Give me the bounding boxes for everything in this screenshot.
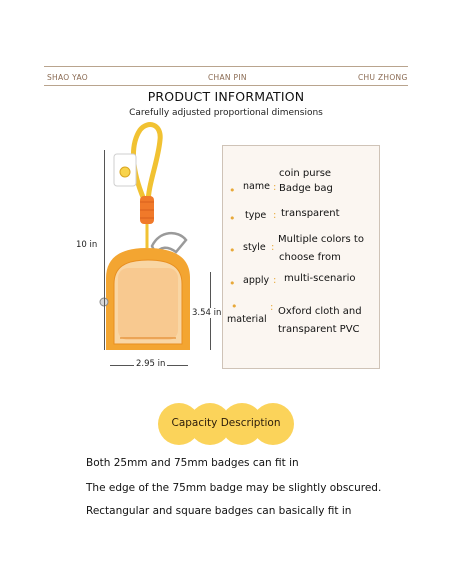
capacity-badge-shape bbox=[158, 403, 294, 445]
info-value-name-1: coin purse bbox=[279, 168, 332, 179]
colon-icon: : bbox=[273, 210, 277, 221]
bullet-icon: • bbox=[229, 212, 236, 225]
bullet-icon: • bbox=[229, 184, 236, 197]
product-info-panel: • name : coin purse Badge bag • type : t… bbox=[222, 145, 380, 369]
bullet-icon: • bbox=[229, 277, 236, 290]
header-right: CHU ZHONG bbox=[358, 73, 408, 82]
capacity-line-2: The edge of the 75mm badge may be slight… bbox=[86, 482, 382, 494]
info-label-apply: apply bbox=[243, 275, 270, 286]
info-label-material: material bbox=[227, 314, 267, 325]
header-bottom-rule bbox=[44, 85, 408, 86]
info-value-style-2: choose from bbox=[279, 252, 341, 263]
colon-icon: : bbox=[273, 182, 277, 193]
page-title: PRODUCT INFORMATION bbox=[147, 89, 305, 104]
info-value-material-1: Oxford cloth and bbox=[278, 306, 362, 317]
product-image bbox=[99, 122, 190, 350]
capacity-line-1: Both 25mm and 75mm badges can fit in bbox=[86, 457, 299, 469]
capacity-title: Capacity Description bbox=[171, 417, 281, 429]
page-subtitle: Carefully adjusted proportional dimensio… bbox=[129, 108, 323, 118]
colon-icon: : bbox=[270, 302, 274, 313]
bullet-icon: • bbox=[229, 244, 236, 257]
info-value-apply: multi-scenario bbox=[284, 273, 356, 284]
info-label-name: name bbox=[243, 181, 270, 192]
info-label-type: type bbox=[245, 210, 267, 221]
total-height-label: 10 in bbox=[76, 240, 98, 250]
header-left: SHAO YAO bbox=[47, 73, 88, 82]
info-value-style-1: Multiple colors to bbox=[278, 234, 364, 245]
header-center: CHAN PIN bbox=[208, 73, 247, 82]
info-value-material-2: transparent PVC bbox=[278, 324, 360, 335]
colon-icon: : bbox=[273, 275, 277, 286]
info-value-type: transparent bbox=[281, 208, 340, 219]
capacity-line-3: Rectangular and square badges can basica… bbox=[86, 505, 352, 517]
info-label-style: style bbox=[243, 242, 266, 253]
bullet-icon: • bbox=[231, 300, 238, 313]
colon-icon: : bbox=[271, 242, 275, 253]
bag-width-label: 2.95 in bbox=[134, 359, 168, 369]
bag-height-label: 3.54 in bbox=[192, 308, 222, 318]
height-marker-line bbox=[104, 150, 105, 350]
header-top-rule bbox=[44, 66, 408, 67]
info-value-name-2: Badge bag bbox=[279, 183, 333, 194]
